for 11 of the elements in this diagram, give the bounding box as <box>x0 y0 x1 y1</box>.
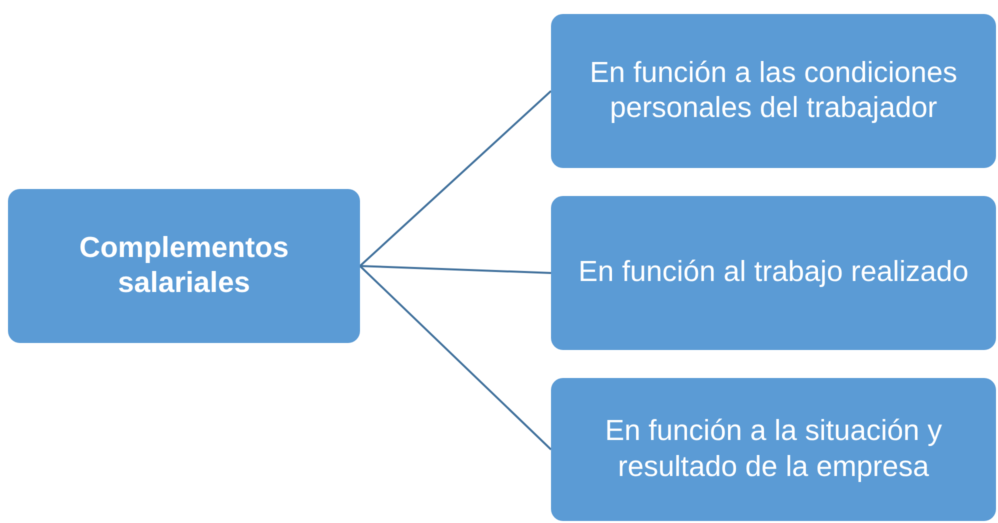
node-label: Complementos salariales <box>78 230 290 301</box>
connector-line <box>359 265 552 450</box>
connector-line <box>360 265 552 274</box>
process-box <box>551 378 996 521</box>
process-box <box>8 189 360 343</box>
process-box <box>551 196 996 350</box>
connector-line <box>359 90 552 267</box>
process-box <box>551 14 996 168</box>
node-label: En función al trabajo realizado <box>578 255 969 290</box>
node-label: En función a las condiciones personales del trabajador <box>588 56 958 126</box>
node-label: En función a la situación y resultado de la empresa <box>604 414 943 484</box>
